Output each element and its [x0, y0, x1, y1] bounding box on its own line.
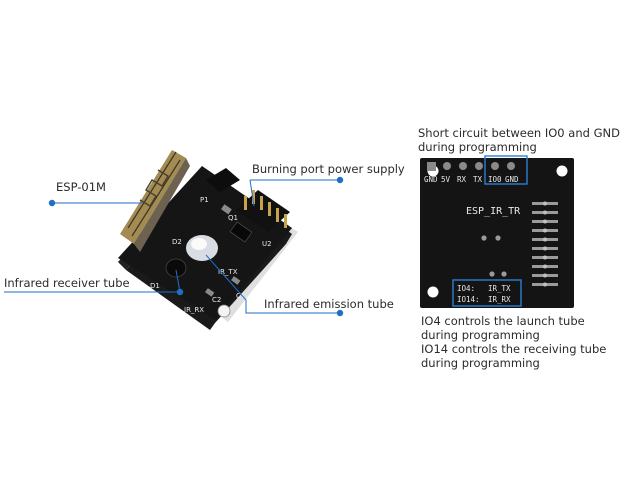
hole-top-right: [556, 165, 568, 177]
callout-lines: [4, 179, 340, 314]
module-pad-via: [543, 210, 547, 215]
ir-receiver: [165, 258, 187, 278]
silk-c2: C2: [212, 296, 221, 304]
callout-ir-emission: Infrared emission tube: [264, 297, 394, 311]
silk-d1: D1: [150, 282, 160, 290]
module-pad-via: [543, 228, 547, 233]
module-pad-via: [543, 282, 547, 287]
bottom-note-line1: IO4 controls the launch tube: [421, 314, 585, 328]
callout-ir-receiver: Infrared receiver tube: [4, 276, 130, 290]
pin-label-3: TX: [473, 175, 483, 184]
chip-u2: [229, 221, 253, 243]
module-pad-via: [543, 246, 547, 251]
esp01m-module: [120, 150, 186, 244]
callout-line-ir-emission: [205, 254, 340, 314]
io14-value: IR_RX: [488, 295, 511, 304]
module-pad-via: [543, 237, 547, 242]
burning-port-header: [236, 190, 290, 232]
callout-line-ir-receiver-stem: [175, 269, 181, 293]
io-label-highlight: [452, 279, 522, 307]
vias: [481, 235, 507, 277]
mounting-hole: [217, 304, 231, 318]
bottom-note: IO4 controls the launch tube during prog…: [421, 314, 606, 370]
top-note-line1: Short circuit between IO0 and GND: [418, 126, 620, 140]
pcb-back: [420, 158, 574, 308]
module-pad-via: [543, 255, 547, 260]
module-pad-via: [543, 201, 547, 206]
bottom-note-line2: during programming: [421, 328, 540, 342]
front-board: P1 Q1 U2 D2 IR_TX D1 C2 C1 IR_RX: [118, 150, 298, 330]
callout-line-burning-port-stem: [249, 179, 255, 207]
module-pad-via: [543, 273, 547, 278]
top-note-line2: during programming: [418, 140, 537, 154]
ir-led: [186, 235, 218, 261]
pin-label-0: GND: [424, 175, 438, 184]
jumper: [206, 168, 240, 192]
callout-dots: [48, 176, 344, 317]
silk-q1: Q1: [228, 214, 238, 222]
module-pad-via: [543, 264, 547, 269]
pin-label-4: IO0: [488, 175, 502, 184]
bottom-note-line3: IO14 controls the receiving tube: [421, 342, 607, 356]
board-title: ESP_IR_TR: [466, 206, 521, 217]
module-pad-via: [543, 219, 547, 224]
callout-burning-port: Burning port power supply: [252, 162, 405, 176]
io4-label: IO4:: [457, 284, 475, 293]
top-note: Short circuit between IO0 and GND during…: [418, 126, 620, 154]
silk-u2: U2: [262, 240, 272, 248]
io4-value: IR_TX: [488, 284, 511, 293]
callout-dot-ir-emission: [336, 309, 344, 317]
silk-ir-rx: IR_RX: [184, 306, 204, 314]
pin-label-1: 5V: [441, 175, 451, 184]
callout-dot-ir-receiver: [176, 288, 184, 296]
callout-dot-burning-port: [336, 176, 344, 184]
pin-pads: [427, 162, 515, 171]
silk-c1: C1: [236, 292, 245, 300]
io0-gnd-highlight: [484, 155, 528, 185]
hole-bottom-left: [427, 286, 439, 298]
bottom-note-line4: during programming: [421, 356, 540, 370]
callout-esp01m: ESP-01M: [56, 180, 106, 194]
silk-p1: P1: [200, 196, 209, 204]
callout-dot-esp01m: [48, 199, 56, 207]
module-side-pads: [532, 201, 558, 287]
pin-label-2: RX: [457, 175, 467, 184]
pin-label-5: GND: [505, 175, 519, 184]
silk-d2: D2: [172, 238, 182, 246]
io14-label: IO14:: [457, 295, 480, 304]
silk-ir-tx: IR_TX: [218, 268, 238, 276]
